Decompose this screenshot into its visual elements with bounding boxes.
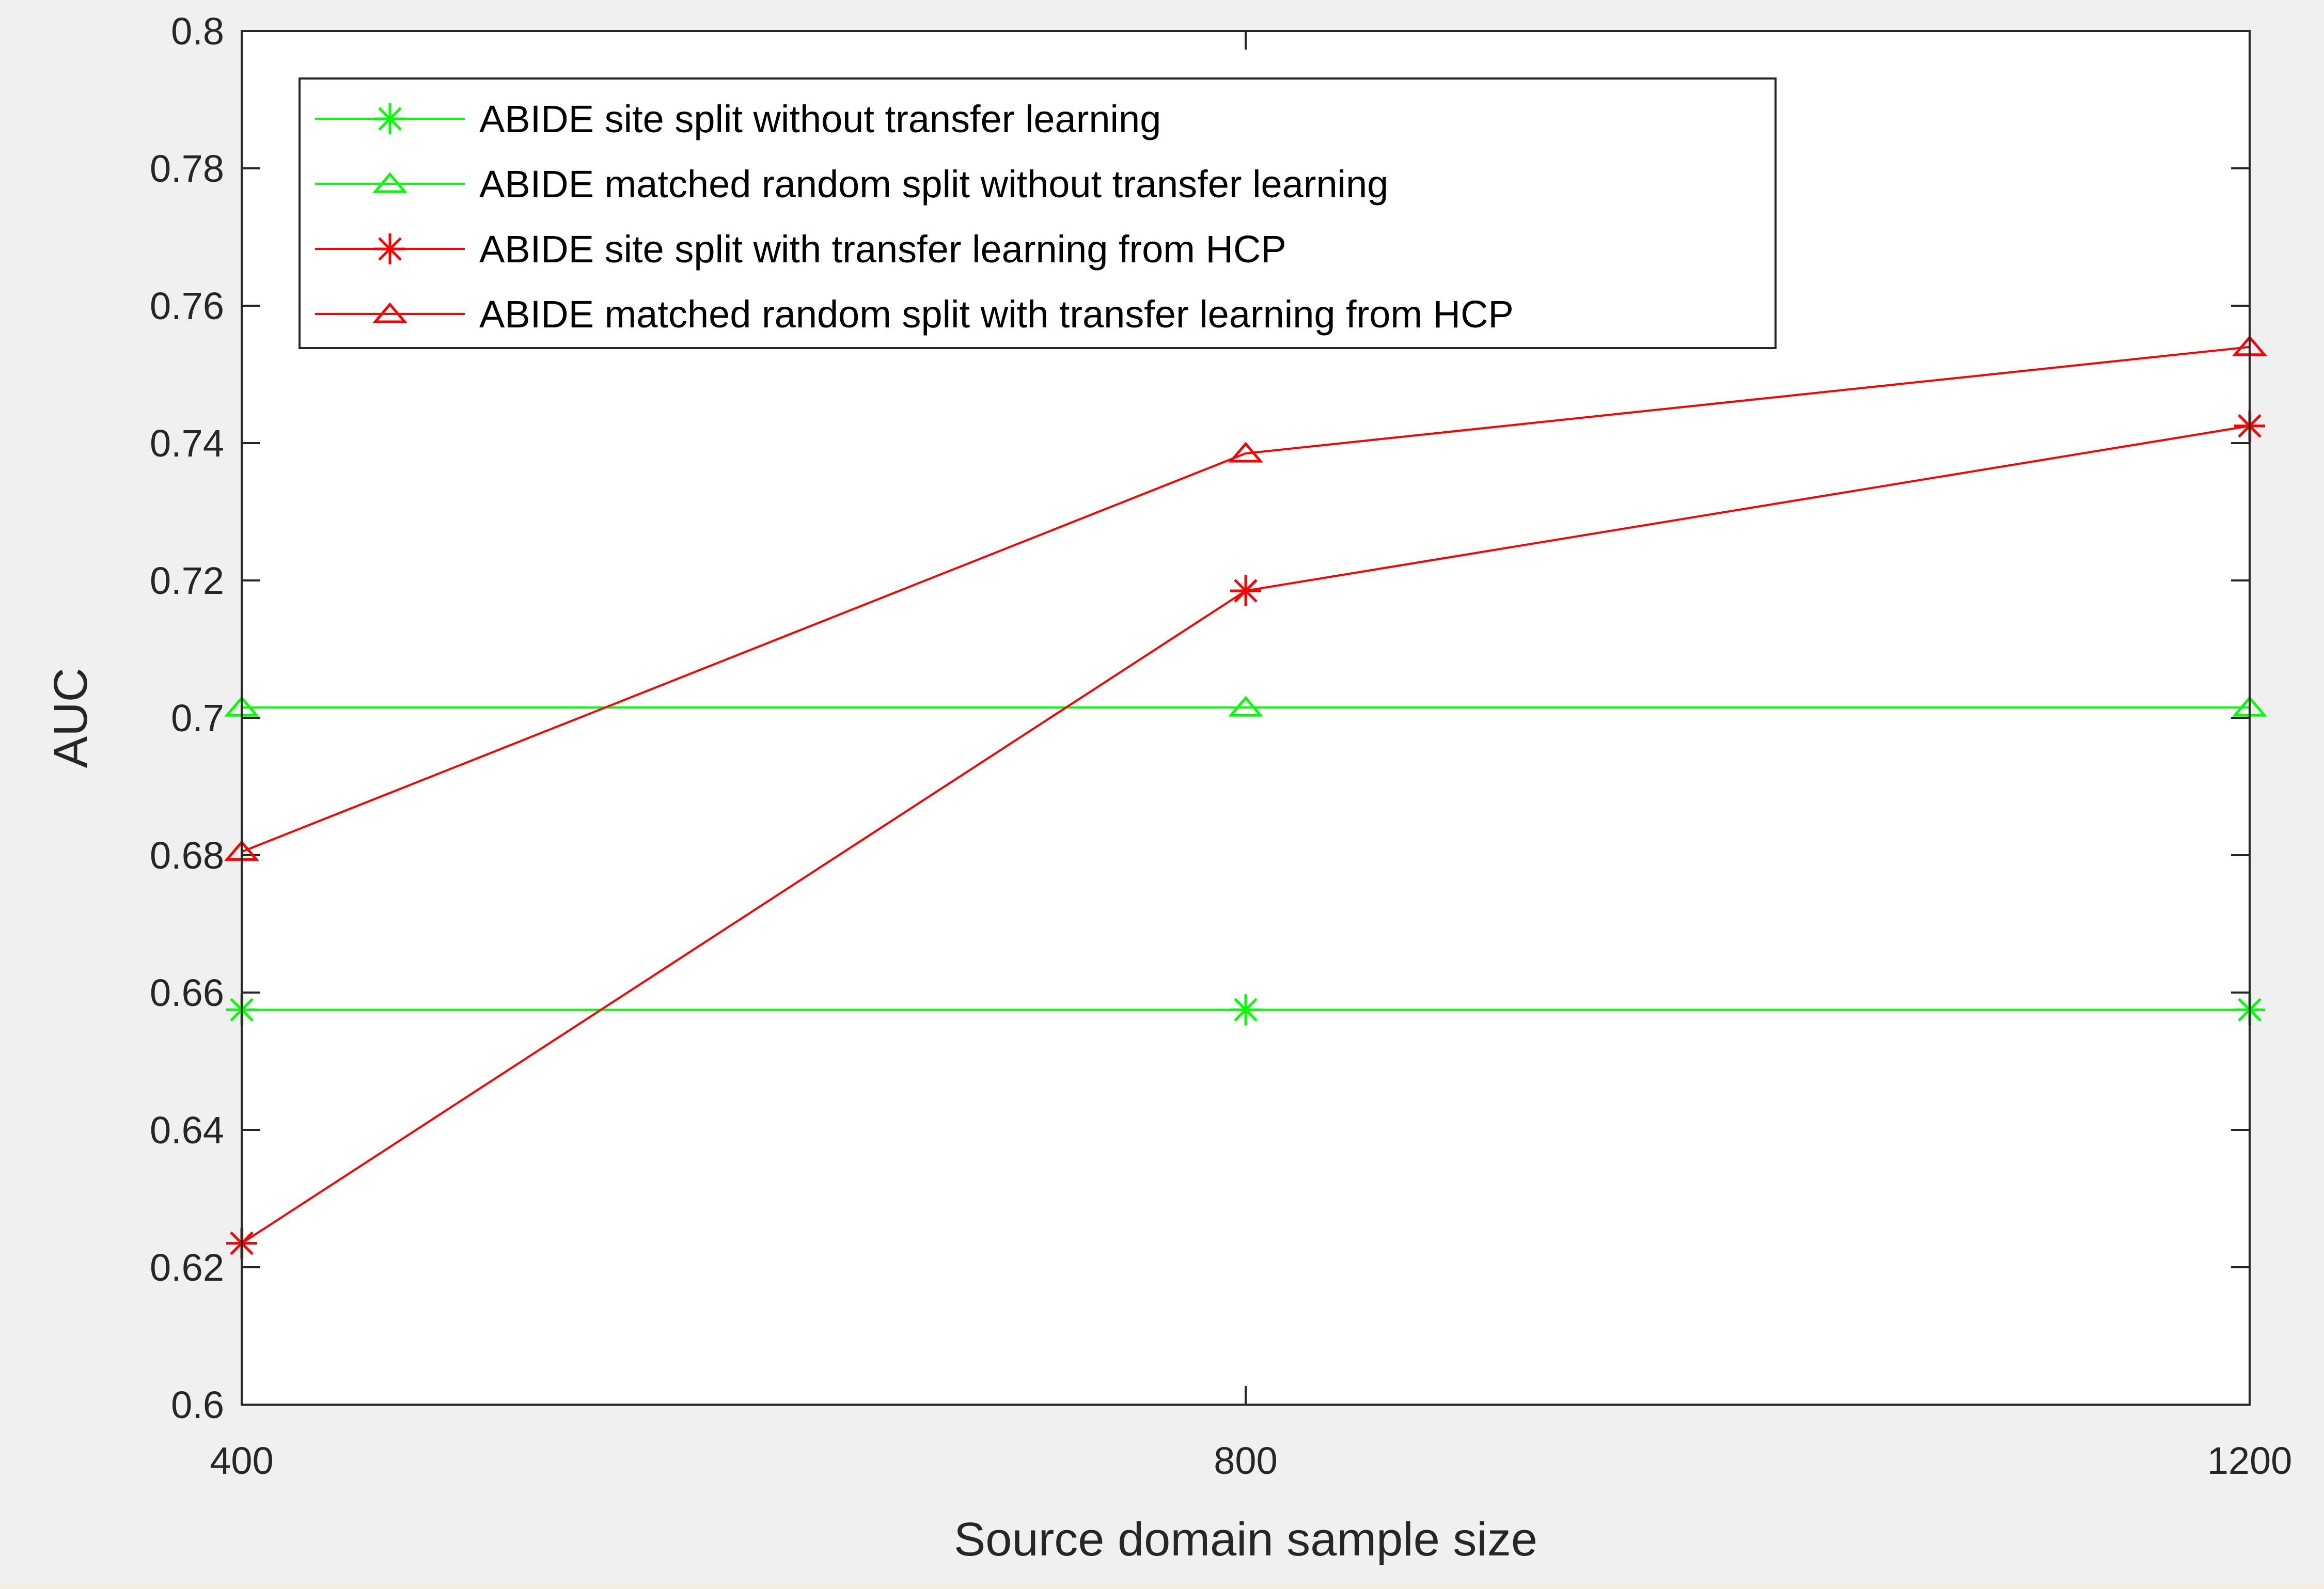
y-tick-label: 0.64 — [150, 1109, 224, 1152]
legend-label: ABIDE matched random split without trans… — [479, 163, 1388, 206]
triangle-marker — [1228, 442, 1263, 463]
data-point — [1228, 442, 1263, 463]
y-tick-label: 0.74 — [150, 422, 224, 465]
legend-label: ABIDE site split with transfer learning … — [479, 228, 1286, 271]
asterisk-marker — [1230, 575, 1261, 606]
legend-item: ABIDE matched random split without trans… — [315, 163, 1388, 206]
y-tick-label: 0.8 — [171, 10, 224, 53]
y-tick-label: 0.66 — [150, 971, 224, 1014]
asterisk-marker — [374, 103, 405, 134]
x-tick-label: 800 — [1214, 1439, 1277, 1482]
legend-label: ABIDE matched random split with transfer… — [479, 293, 1514, 336]
y-tick-label: 0.68 — [150, 834, 224, 877]
data-point — [1230, 575, 1261, 606]
series-line — [241, 345, 2250, 853]
legend-item: ABIDE matched random split with transfer… — [315, 293, 1514, 336]
x-tick-label: 400 — [210, 1439, 273, 1482]
triangle-marker — [372, 302, 407, 323]
bottom-band — [0, 1584, 2324, 1589]
y-tick-label: 0.72 — [150, 559, 224, 602]
y-tick-label: 0.7 — [171, 697, 224, 740]
data-point — [1230, 994, 1261, 1026]
asterisk-stroke — [1234, 998, 1258, 1022]
y-axis-label: AUC — [44, 668, 97, 768]
legend-item: ABIDE site split with transfer learning … — [315, 228, 1286, 271]
y-tick-label: 0.62 — [150, 1246, 224, 1289]
asterisk-marker — [374, 233, 405, 264]
axes-box — [241, 30, 2251, 1406]
y-tick-label: 0.78 — [150, 147, 224, 190]
legend-item: ABIDE site split without transfer learni… — [315, 98, 1161, 140]
x-axis-label: Source domain sample size — [954, 1513, 1537, 1566]
asterisk-stroke — [378, 107, 402, 131]
triangle-marker — [1228, 696, 1263, 717]
legend: ABIDE site split without transfer learni… — [299, 77, 1777, 349]
y-tick-label: 0.6 — [171, 1383, 224, 1426]
asterisk-marker — [1230, 994, 1261, 1026]
legend-box — [299, 77, 1777, 349]
legend-label: ABIDE site split without transfer learni… — [479, 98, 1161, 140]
x-tick-label: 1200 — [2207, 1439, 2292, 1482]
y-tick-label: 0.76 — [150, 285, 224, 327]
asterisk-stroke — [378, 237, 402, 261]
data-point — [1228, 696, 1263, 717]
triangle-marker — [372, 172, 407, 193]
asterisk-stroke — [1234, 579, 1258, 603]
